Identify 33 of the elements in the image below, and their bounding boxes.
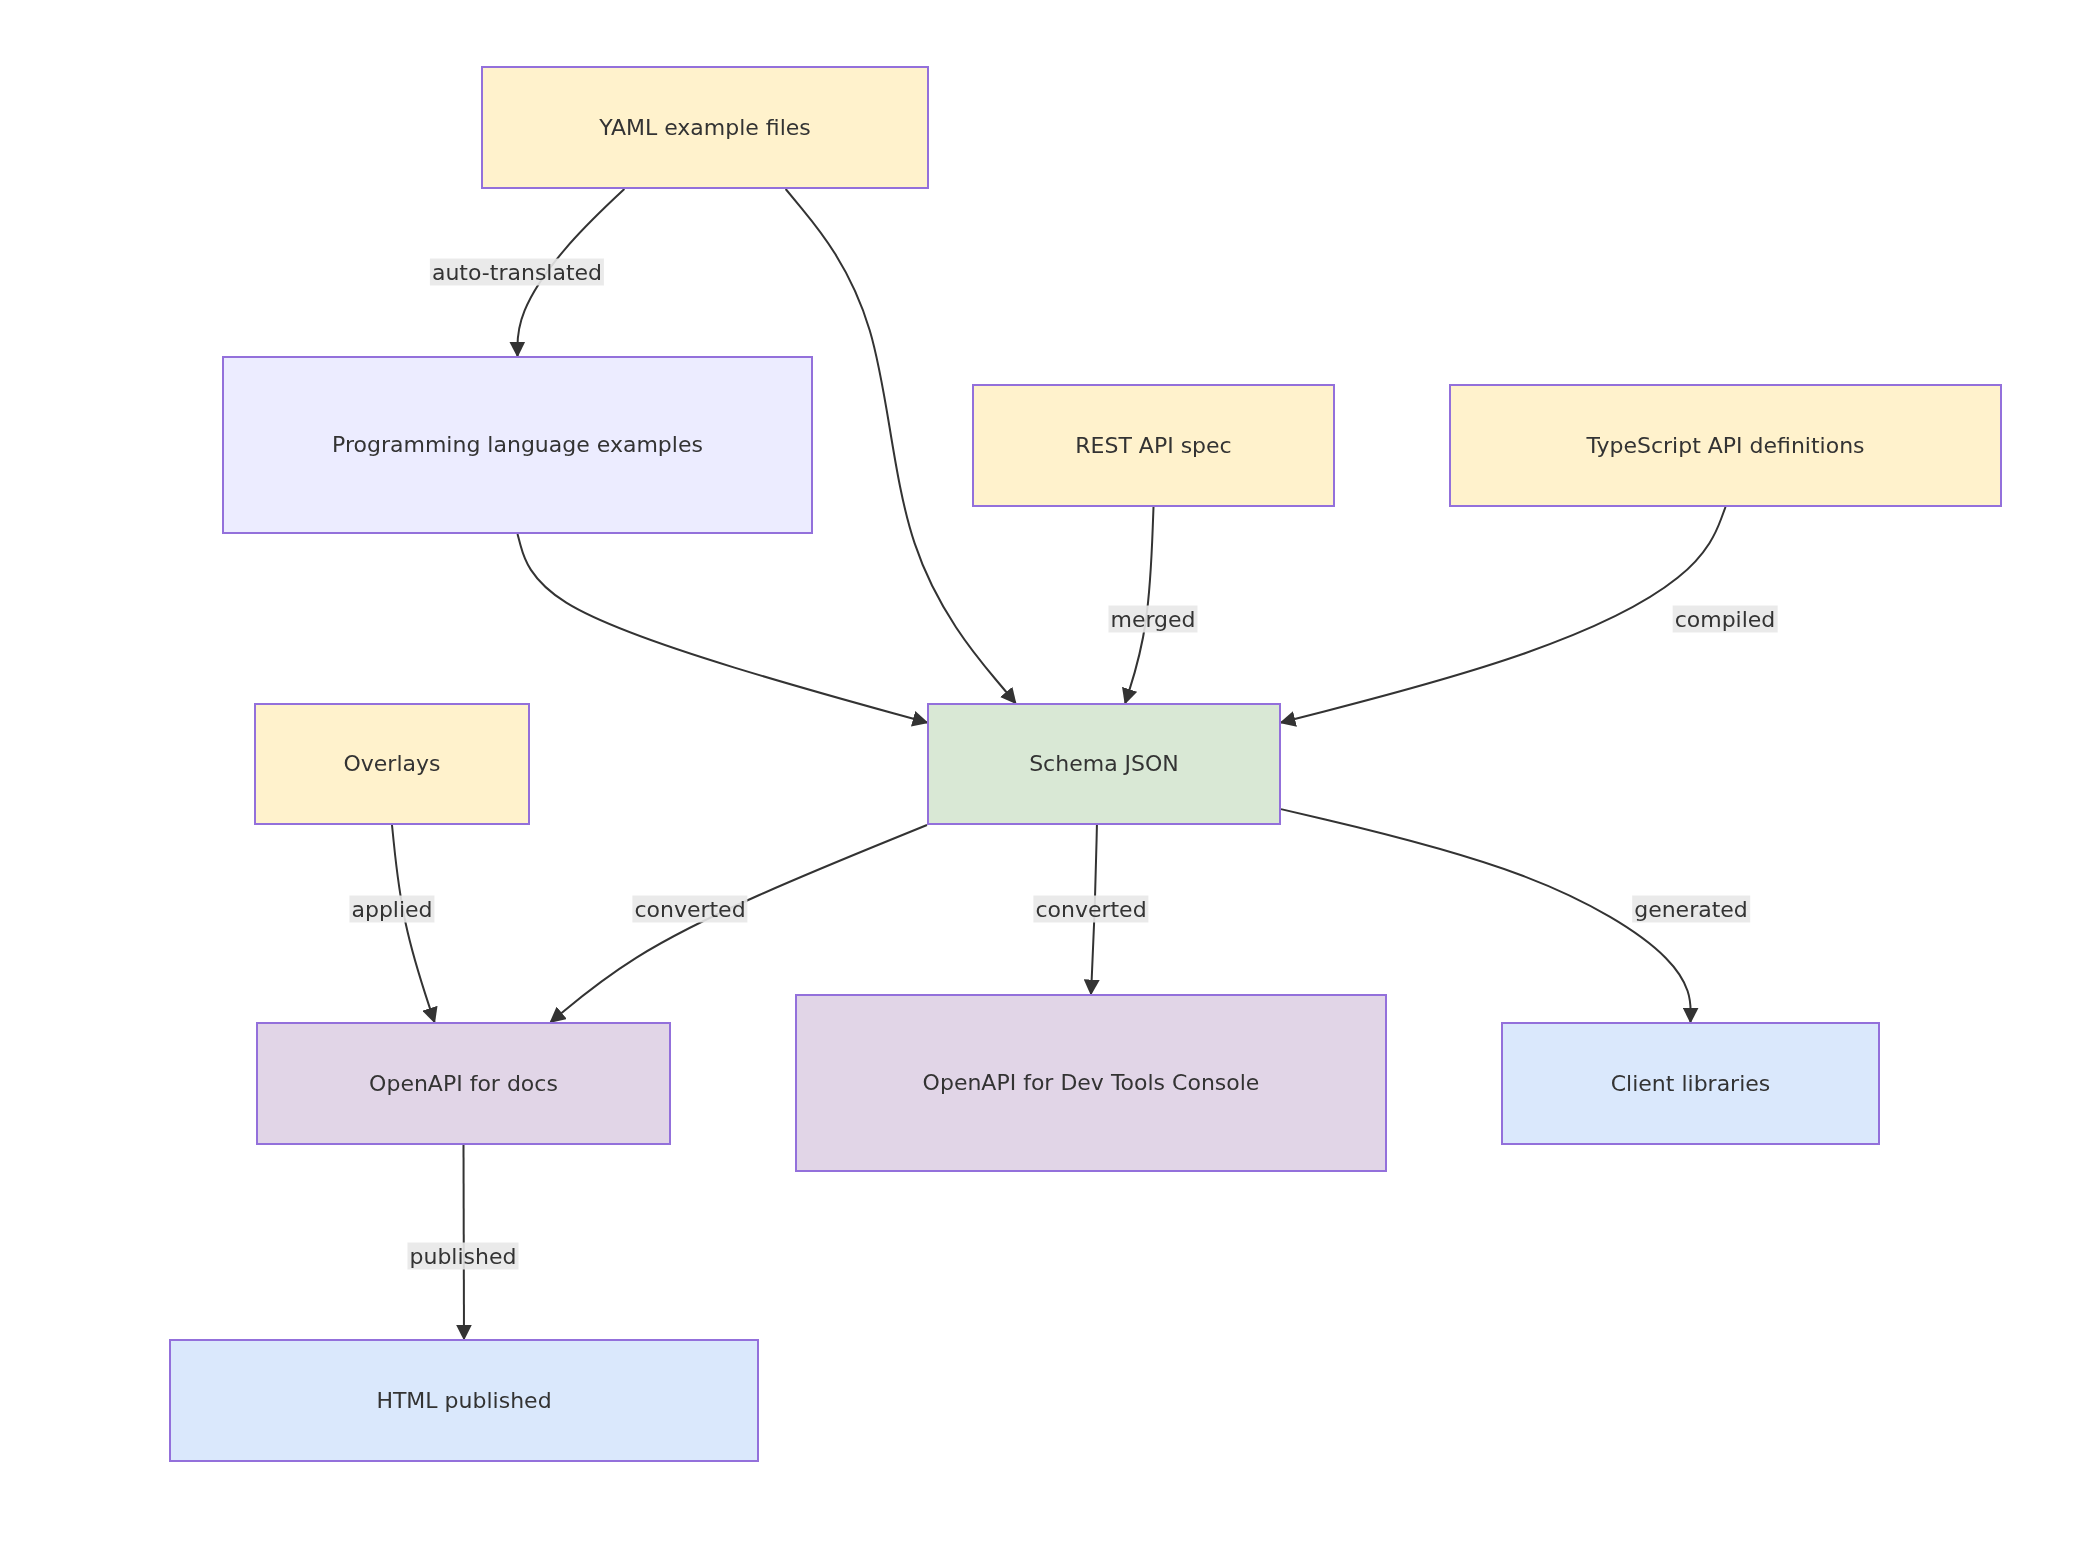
- edge-label: generated: [1632, 895, 1750, 923]
- edge-label: auto-translated: [429, 258, 605, 286]
- edge-label: compiled: [1672, 605, 1778, 633]
- arrow: [549, 824, 928, 1023]
- edge-label: converted: [632, 895, 748, 923]
- process-box: [222, 356, 813, 534]
- process-box: [927, 703, 1281, 825]
- node-label: TypeScript API definitions: [1586, 431, 1865, 460]
- process-box: [256, 1022, 671, 1145]
- process-box: [254, 703, 530, 825]
- edge-label: published: [407, 1242, 519, 1270]
- node-label: REST API spec: [1075, 431, 1232, 460]
- node-label: Schema JSON: [1029, 750, 1179, 779]
- arrow: [784, 188, 1017, 705]
- process-box: [1501, 1022, 1880, 1145]
- node-label: OpenAPI for Dev Tools Console: [922, 1069, 1260, 1098]
- arrow: [516, 533, 929, 727]
- process-box: [1449, 384, 2002, 507]
- process-box: [972, 384, 1335, 507]
- arrow: [1280, 808, 1699, 1024]
- process-box: [795, 994, 1387, 1172]
- edge-label: applied: [349, 895, 435, 923]
- process-box: [481, 66, 929, 189]
- node-label: YAML example files: [599, 113, 811, 142]
- edge-label: converted: [1033, 895, 1149, 923]
- node-label: HTML published: [376, 1386, 552, 1415]
- arrow: [1122, 506, 1155, 705]
- node-label: Programming language examples: [332, 431, 703, 460]
- node-label: Overlays: [343, 750, 441, 779]
- node-label: OpenAPI for docs: [369, 1069, 558, 1098]
- edge-label: merged: [1108, 605, 1198, 633]
- process-box: [169, 1339, 759, 1462]
- node-label: Client libraries: [1610, 1069, 1771, 1098]
